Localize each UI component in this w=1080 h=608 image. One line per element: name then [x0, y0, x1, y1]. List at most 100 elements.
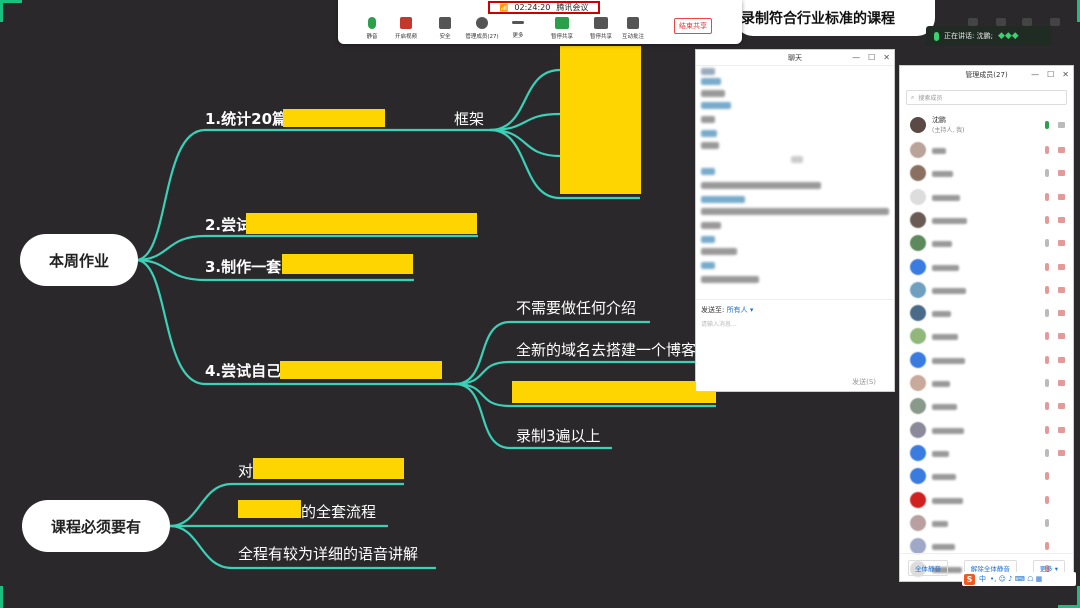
- member-row[interactable]: [900, 466, 1073, 487]
- top-control-3[interactable]: [1022, 18, 1032, 26]
- maximize-icon[interactable]: ☐: [868, 53, 876, 62]
- camera-off-icon[interactable]: [1058, 216, 1065, 223]
- member-row[interactable]: [900, 140, 1073, 161]
- mic-icon[interactable]: [1045, 146, 1049, 154]
- manage-members-button[interactable]: 管理成员(27): [462, 16, 502, 42]
- member-row[interactable]: [900, 373, 1073, 394]
- avatar: [910, 421, 926, 438]
- top-control-1[interactable]: [968, 18, 978, 26]
- share-button[interactable]: 暂停共享: [542, 16, 582, 42]
- camera-off-icon[interactable]: [1058, 170, 1065, 177]
- maximize-icon[interactable]: ☐: [1047, 70, 1055, 79]
- mic-icon[interactable]: [1045, 285, 1049, 294]
- security-button[interactable]: 安全: [425, 16, 465, 42]
- top-control-2[interactable]: [996, 18, 1006, 26]
- camera-off-icon[interactable]: [1058, 380, 1065, 386]
- mic-icon[interactable]: [1045, 355, 1049, 364]
- avatar: [910, 211, 926, 228]
- mic-icon[interactable]: [1045, 448, 1049, 457]
- member-row-host[interactable]: 沈鹏 (主持人, 我): [900, 112, 1073, 138]
- c-line-3: [169, 524, 436, 570]
- avatar: [910, 351, 926, 368]
- more-button[interactable]: 更多: [498, 16, 538, 42]
- mic-icon[interactable]: [1045, 215, 1049, 224]
- send-button[interactable]: 发送(S): [852, 378, 876, 386]
- send-to[interactable]: 发送至: 所有人 ▾: [701, 305, 889, 315]
- mic-icon[interactable]: [1045, 332, 1049, 341]
- camera-off-icon[interactable]: [1058, 426, 1065, 433]
- member-search-input[interactable]: ⌕ 搜索成员: [906, 90, 1067, 105]
- ime-icons[interactable]: •, ☺ ♪ ⌨ ☖ ▦: [990, 575, 1043, 583]
- end-share-button[interactable]: 结束共享: [674, 18, 712, 34]
- video-button[interactable]: 开启视频: [386, 16, 426, 42]
- member-row[interactable]: [900, 396, 1073, 417]
- speaking-label: 正在讲话: 沈鹏;: [944, 32, 993, 40]
- mic-icon[interactable]: [1045, 121, 1049, 129]
- camera-off-icon[interactable]: [1058, 240, 1065, 247]
- member-row[interactable]: [900, 257, 1073, 278]
- mic-icon[interactable]: [1045, 402, 1049, 411]
- camera-icon[interactable]: [1058, 122, 1065, 128]
- mute-button[interactable]: 静音: [352, 16, 392, 42]
- camera-off-icon[interactable]: [1058, 286, 1065, 293]
- c-line-1: [169, 482, 404, 528]
- mic-icon[interactable]: [1045, 542, 1049, 551]
- mic-icon[interactable]: [1045, 239, 1049, 248]
- mic-icon[interactable]: [1045, 472, 1049, 481]
- member-row[interactable]: [900, 490, 1073, 511]
- chat-message: [701, 68, 715, 75]
- top-control-4[interactable]: [1050, 18, 1060, 26]
- member-row[interactable]: [900, 280, 1073, 301]
- camera-off-icon[interactable]: [1058, 147, 1065, 153]
- mic-icon[interactable]: [1045, 425, 1049, 434]
- send-to-value[interactable]: 所有人 ▾: [726, 306, 754, 314]
- member-row[interactable]: [900, 187, 1073, 208]
- member-row[interactable]: [900, 443, 1073, 464]
- mic-icon[interactable]: [1045, 495, 1049, 504]
- camera-off-icon[interactable]: [1058, 193, 1065, 200]
- mic-icon[interactable]: [1045, 192, 1049, 201]
- camera-off-icon[interactable]: [1058, 449, 1065, 456]
- camera-off-icon[interactable]: [1058, 310, 1065, 317]
- mic-icon[interactable]: [1045, 518, 1049, 527]
- close-icon[interactable]: ✕: [1062, 70, 1069, 79]
- mic-icon[interactable]: [1045, 565, 1049, 574]
- t4-line-1: [454, 320, 650, 386]
- camera-off-icon[interactable]: [1058, 263, 1065, 270]
- member-row[interactable]: [900, 303, 1073, 324]
- member-name: [932, 287, 966, 294]
- minimize-icon[interactable]: —: [852, 53, 861, 62]
- avatar: [910, 305, 926, 322]
- member-row[interactable]: [900, 326, 1073, 347]
- camera-off-icon[interactable]: [1058, 403, 1065, 410]
- annotate-button[interactable]: 互动批注: [613, 16, 653, 42]
- minimize-icon[interactable]: —: [1031, 70, 1040, 79]
- mic-icon[interactable]: [1045, 309, 1049, 318]
- t4-line-2: [454, 360, 700, 386]
- people-icon: [476, 17, 488, 29]
- member-row[interactable]: [900, 420, 1073, 441]
- task-2-label: 2.尝试: [205, 216, 252, 234]
- chat-input[interactable]: 请输入消息...: [701, 321, 737, 328]
- mic-icon[interactable]: [1045, 169, 1049, 178]
- pause-share-button[interactable]: 暂停共享: [581, 16, 621, 42]
- member-row[interactable]: [900, 513, 1073, 534]
- mute-all-button[interactable]: 全体静音: [907, 559, 948, 576]
- redaction-task-3: [282, 254, 413, 274]
- redaction-course-2: [238, 500, 301, 518]
- close-icon[interactable]: ✕: [883, 53, 890, 62]
- ime-language[interactable]: 中: [979, 575, 986, 583]
- member-row[interactable]: [900, 210, 1073, 231]
- member-row[interactable]: [900, 163, 1073, 184]
- ime-toolbar[interactable]: S 中 •, ☺ ♪ ⌨ ☖ ▦: [962, 572, 1076, 586]
- speaking-dots: ◆◆◆: [997, 31, 1019, 41]
- camera-off-icon[interactable]: [1058, 333, 1065, 340]
- member-row[interactable]: [900, 536, 1073, 557]
- mic-icon[interactable]: [1045, 262, 1049, 271]
- member-row[interactable]: [900, 350, 1073, 371]
- mic-icon[interactable]: [1045, 379, 1049, 387]
- chat-message: [701, 222, 721, 229]
- camera-off-icon[interactable]: [1058, 356, 1065, 363]
- member-name: [932, 194, 960, 201]
- member-row[interactable]: [900, 233, 1073, 254]
